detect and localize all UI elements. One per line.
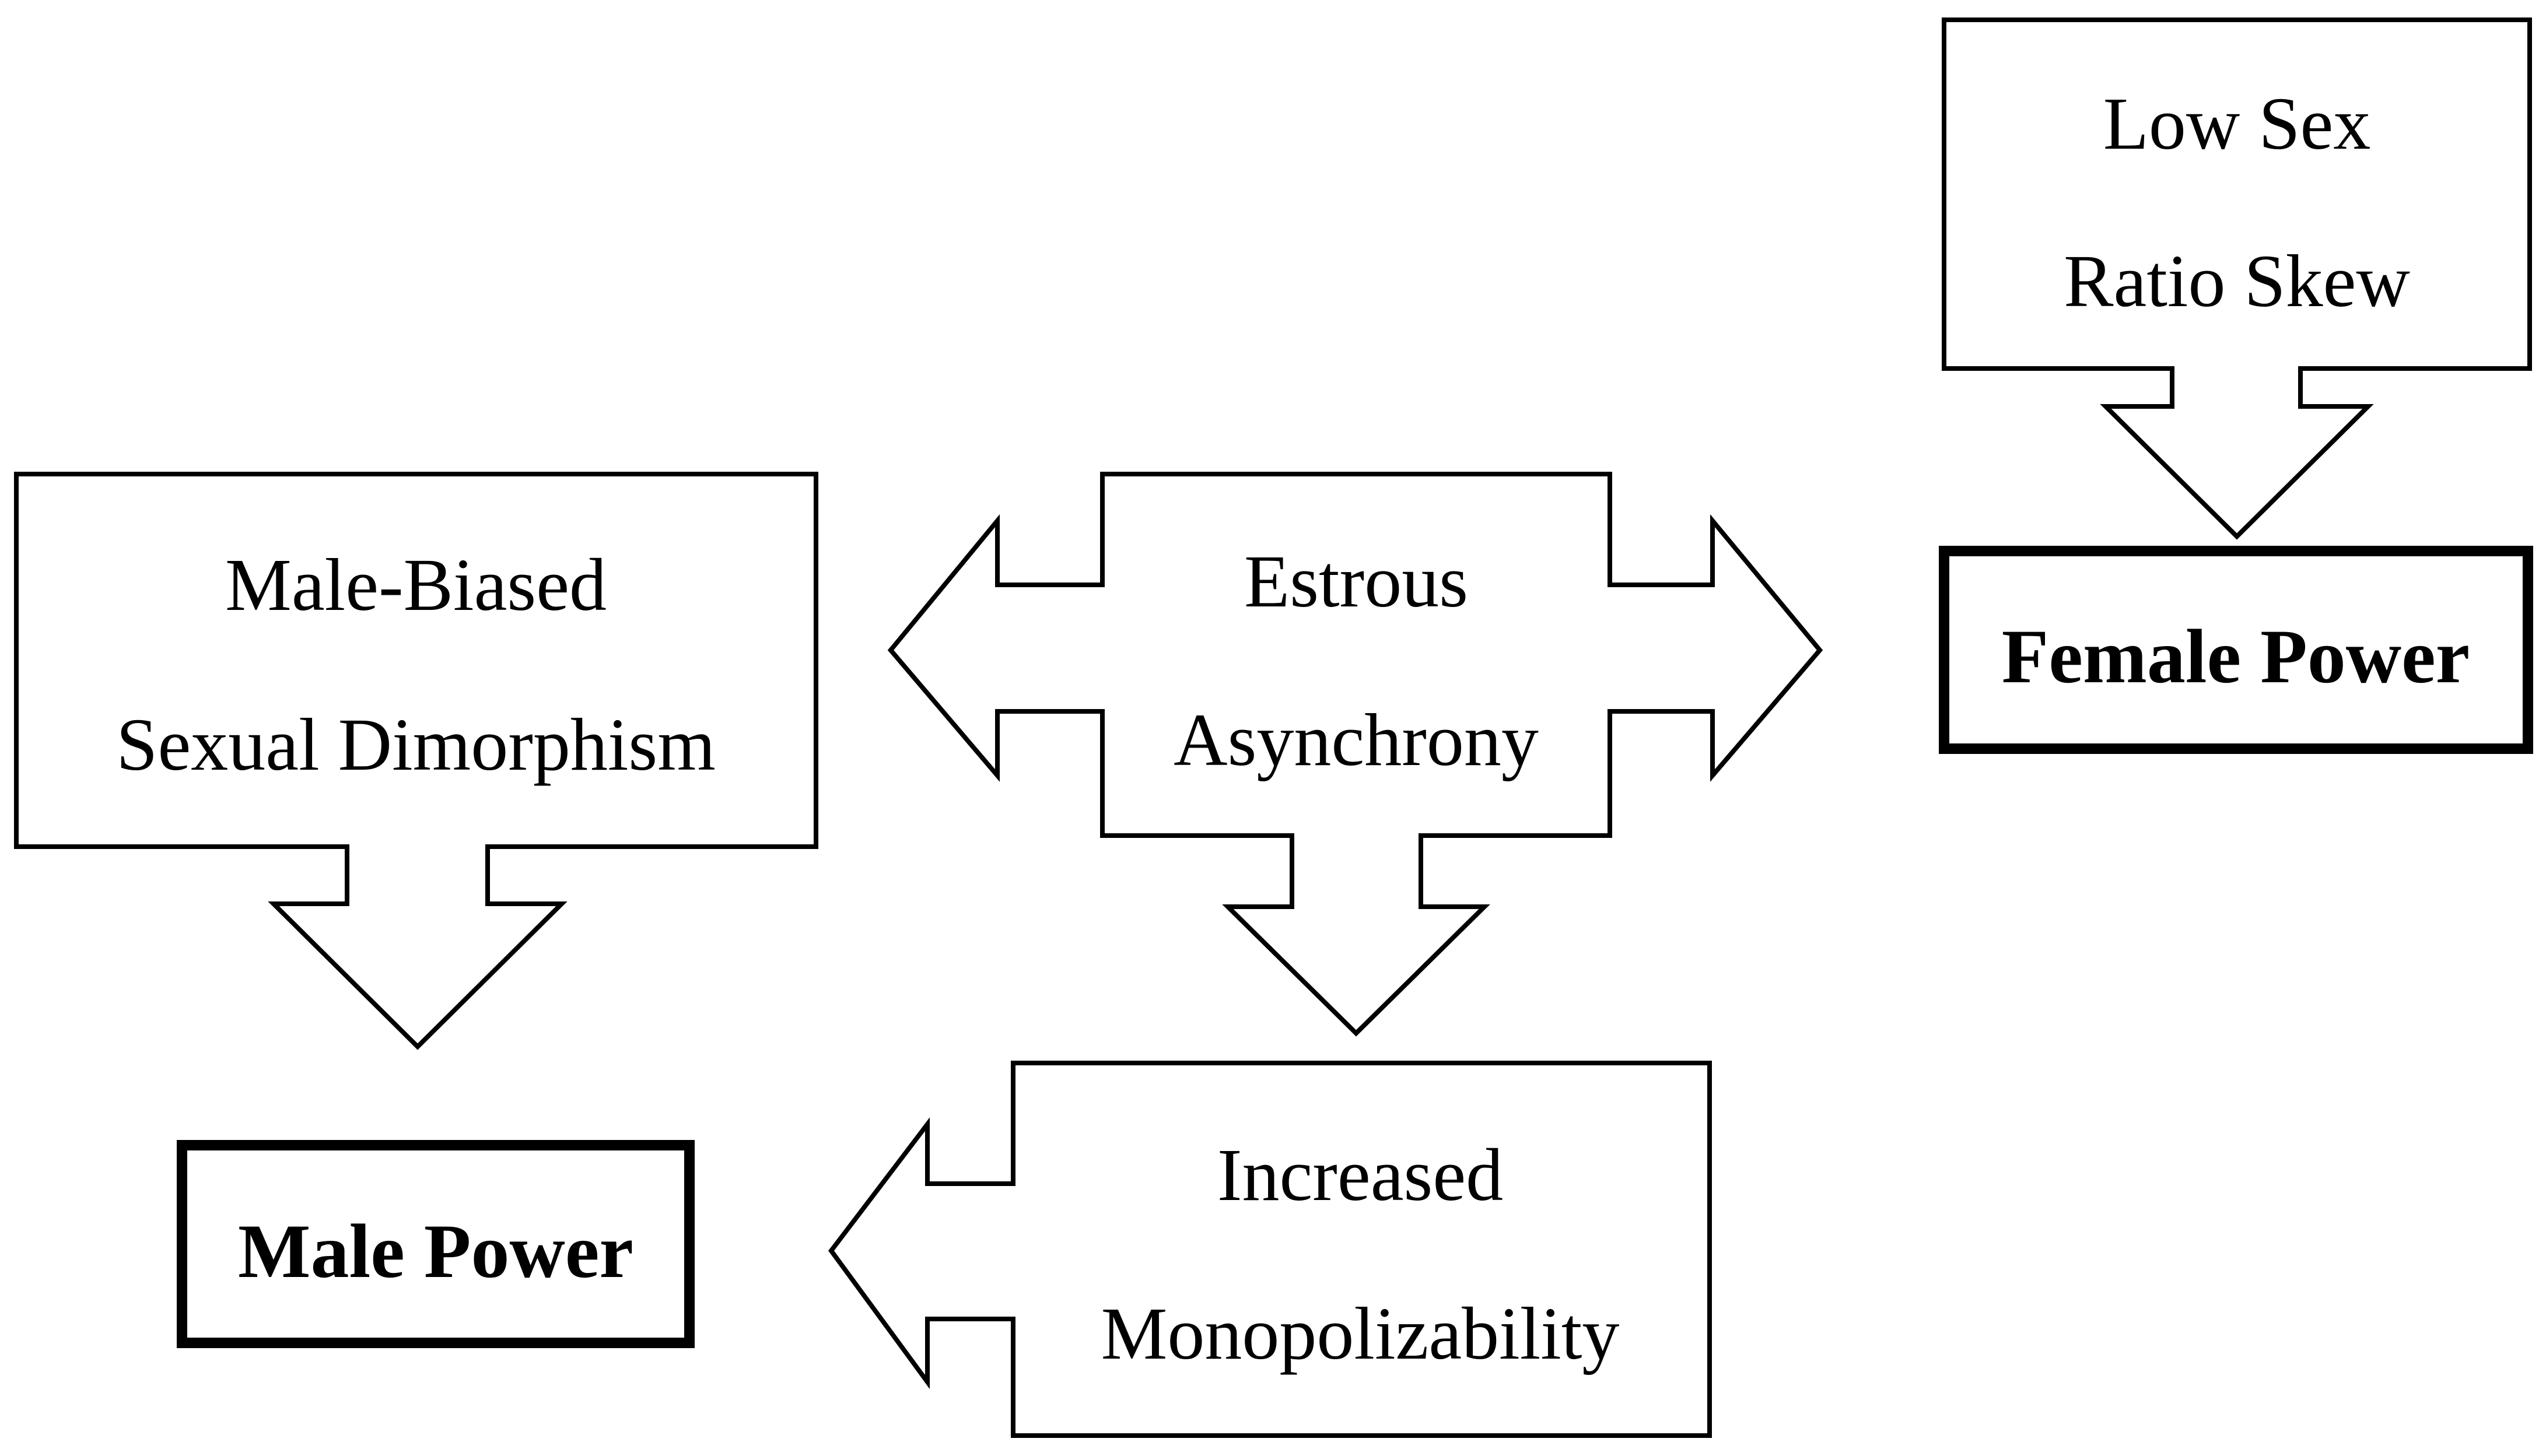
- estrous-asynchrony-line2: Asynchrony: [1174, 699, 1539, 781]
- male-biased-dimorphism-node: Male-Biased Sexual Dimorphism: [14, 472, 818, 1050]
- estrous-asynchrony-callout-shape: [887, 472, 1823, 1037]
- male-biased-dimorphism-line2: Sexual Dimorphism: [116, 703, 716, 786]
- estrous-asynchrony-node: Estrous Asynchrony: [887, 472, 1823, 1037]
- male-power-label: Male Power: [238, 1208, 633, 1294]
- male-biased-dimorphism-callout-shape: [14, 472, 818, 1050]
- male-power-node: Male Power: [177, 1140, 695, 1348]
- female-power-box: [1939, 546, 2533, 754]
- male-biased-dimorphism-line1: Male-Biased: [225, 543, 607, 626]
- female-power-label: Female Power: [2002, 613, 2470, 699]
- male-power-box: [177, 1140, 695, 1348]
- increased-monopolizability-line2: Monopolizability: [1101, 1292, 1620, 1375]
- low-sex-ratio-skew-line2: Ratio Skew: [2064, 240, 2410, 322]
- increased-monopolizability-node: Increased Monopolizability: [828, 1061, 1712, 1438]
- estrous-asynchrony-line1: Estrous: [1244, 540, 1468, 623]
- low-sex-ratio-skew-node: Low Sex Ratio Skew: [1942, 17, 2532, 540]
- female-power-node: Female Power: [1939, 546, 2533, 754]
- low-sex-ratio-skew-callout-shape: [1942, 17, 2532, 540]
- increased-monopolizability-callout-shape: [828, 1061, 1712, 1438]
- increased-monopolizability-line1: Increased: [1217, 1134, 1503, 1216]
- low-sex-ratio-skew-line1: Low Sex: [2103, 82, 2371, 165]
